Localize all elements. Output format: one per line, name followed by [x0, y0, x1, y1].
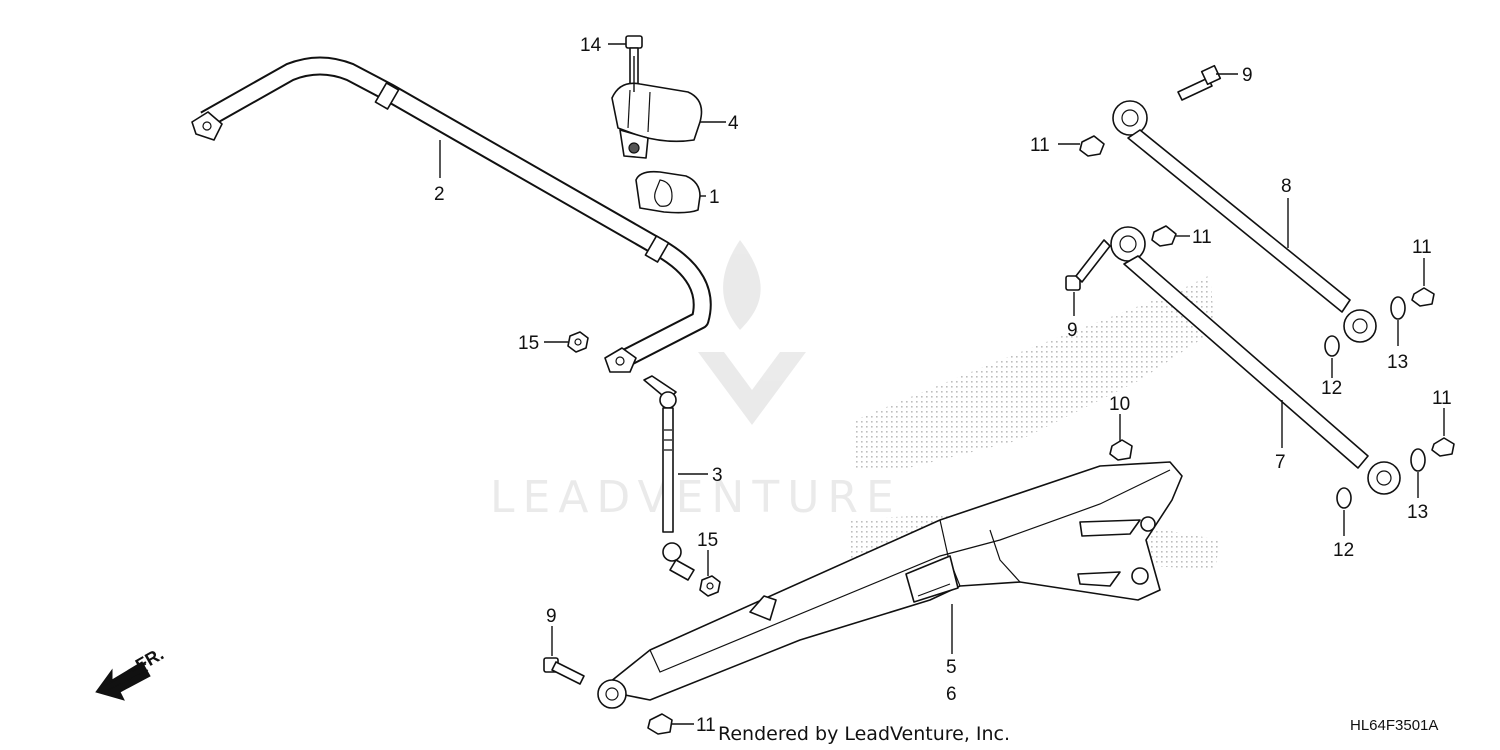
lock-nut-part-a [1079, 135, 1105, 157]
callout-12-lower: 12 [1333, 540, 1354, 561]
callout-6: 6 [946, 684, 957, 705]
callout-7: 7 [1275, 452, 1286, 473]
lock-nut-part-b [1151, 225, 1177, 247]
bolt-part-upper [1177, 64, 1222, 101]
callout-3: 3 [712, 465, 723, 486]
callout-13-upper: 13 [1387, 352, 1408, 373]
callout-9-upper: 9 [1242, 65, 1253, 86]
callout-10: 10 [1109, 394, 1130, 415]
lock-nut-part-c [1411, 287, 1435, 307]
washer-part-12b [1336, 487, 1352, 509]
leader-lines [439, 43, 1445, 725]
bolt-part-middle [1065, 239, 1111, 291]
callout-11-c: 11 [1412, 237, 1432, 258]
stabilizer-bar-part [191, 56, 712, 373]
washer-part-13b [1410, 448, 1426, 472]
callout-9-lower: 9 [546, 606, 557, 627]
callout-15-lower: 15 [697, 530, 718, 551]
callout-4: 4 [728, 113, 739, 134]
lower-rod-part [1110, 226, 1401, 495]
callout-1: 1 [709, 187, 720, 208]
nut-part-10 [1109, 439, 1133, 461]
leadventure-watermark: LEADVENTURE [490, 240, 902, 523]
callout-labels: 14 4 2 1 15 3 15 9 11 8 11 9 11 13 12 10… [434, 35, 1452, 736]
bolt-part-lower [543, 657, 585, 685]
holder-bracket-part [611, 82, 703, 159]
front-direction-arrow: FR. [95, 644, 167, 701]
callout-5: 5 [946, 657, 957, 678]
callout-11-b: 11 [1192, 227, 1212, 248]
diagram-code: HL64F3501A [1350, 717, 1438, 734]
callout-14: 14 [580, 35, 602, 56]
callout-11-a: 11 [1030, 135, 1050, 156]
bushing-part [635, 170, 701, 214]
lock-nut-part-d [1431, 437, 1455, 457]
nut-part-lower [699, 575, 721, 597]
callout-13-lower: 13 [1407, 502, 1428, 523]
callout-11-d: 11 [1432, 388, 1452, 409]
washer-part-13a [1390, 296, 1406, 320]
watermark-text: LEADVENTURE [490, 472, 902, 523]
callout-8: 8 [1281, 176, 1292, 197]
swingarm-part [597, 461, 1183, 709]
lock-nut-part-e [647, 713, 673, 735]
callout-9-middle: 9 [1067, 320, 1078, 341]
callout-11-e: 11 [696, 715, 716, 736]
callout-2: 2 [434, 184, 445, 205]
washer-part-12a [1324, 335, 1340, 357]
nut-part-upper [567, 331, 589, 353]
stabilizer-link-part [643, 375, 695, 581]
upper-rod-part [1112, 100, 1377, 343]
callout-12-upper: 12 [1321, 378, 1342, 399]
footer-credit: Rendered by LeadVenture, Inc. [718, 723, 1010, 745]
callout-15-upper: 15 [518, 333, 539, 354]
